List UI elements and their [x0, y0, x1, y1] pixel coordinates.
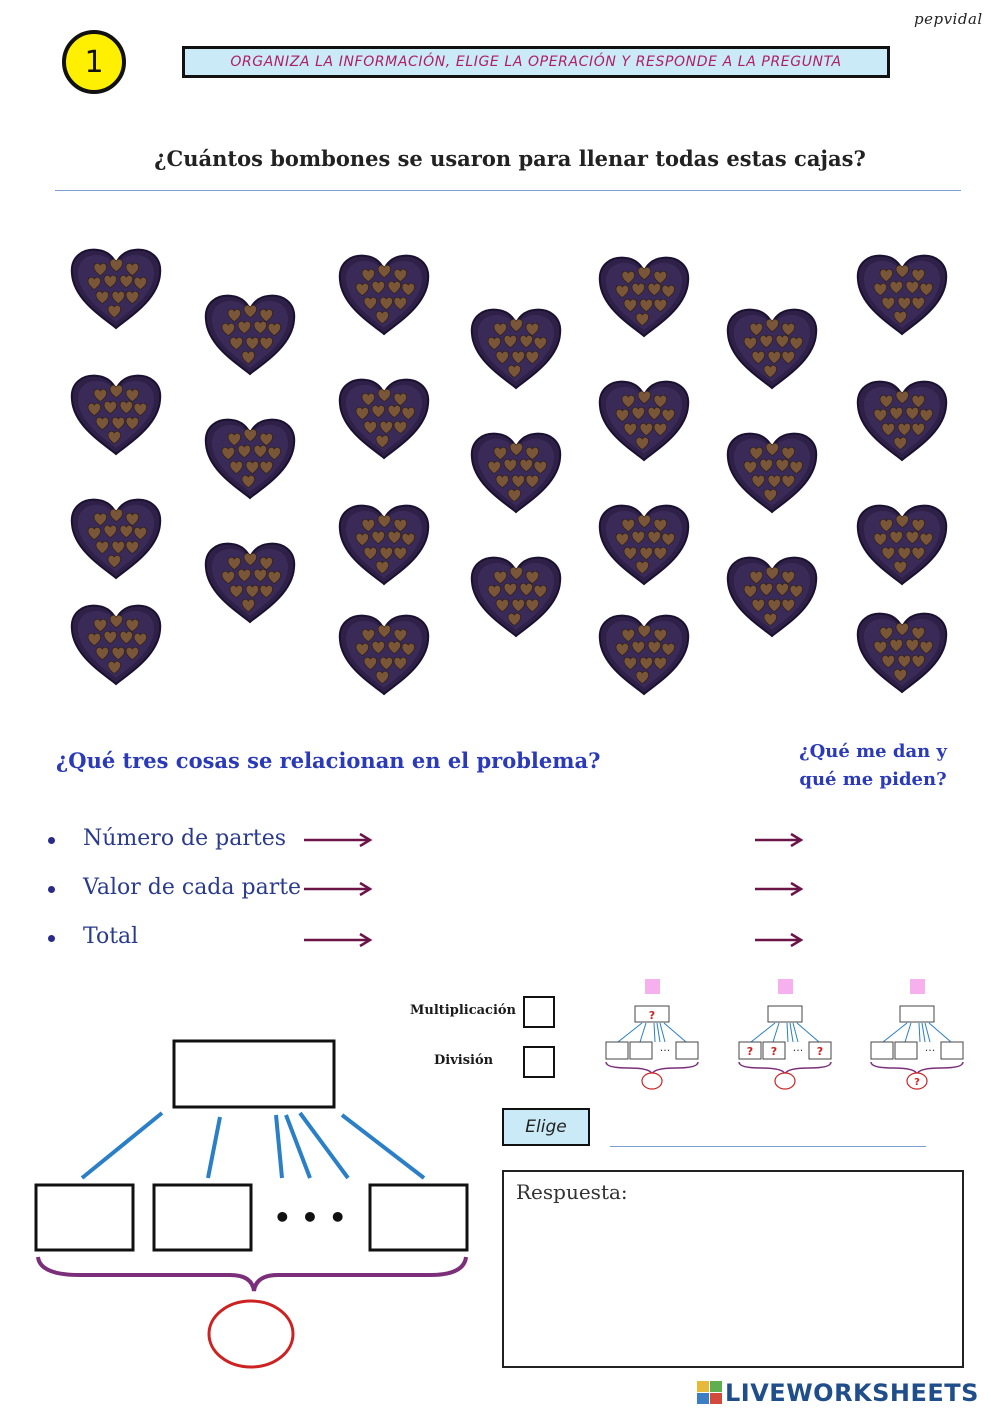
- arrow-right-icon: [755, 881, 804, 897]
- svg-text:···: ···: [925, 1044, 936, 1057]
- row-label: Número de partes: [83, 826, 287, 851]
- arrow-right-icon: [755, 932, 804, 948]
- arrow-right-icon: [304, 832, 373, 848]
- chocolate-box-heart-icon: [338, 614, 430, 696]
- mini-square-icon[interactable]: [778, 979, 793, 994]
- elige-answer-line[interactable]: [610, 1146, 926, 1147]
- chocolate-box-heart-icon: [726, 308, 818, 390]
- chocolate-box-heart-icon: [856, 380, 948, 462]
- chocolate-box-heart-icon: [338, 254, 430, 336]
- diagram-brace: [36, 1256, 468, 1292]
- elige-button[interactable]: Elige: [502, 1108, 590, 1146]
- diagram-ellipsis: • • •: [273, 1201, 346, 1234]
- arrow-right-icon: [755, 832, 804, 848]
- bullet-icon: [48, 837, 55, 844]
- relation-question: ¿Qué tres cosas se relacionan en el prob…: [56, 748, 601, 773]
- chocolate-box-heart-icon: [470, 308, 562, 390]
- author-credit: pepvidal: [914, 10, 983, 28]
- svg-text:···: ···: [660, 1044, 671, 1057]
- arrow-right-icon: [304, 881, 373, 897]
- given-asked-line-1: ¿Qué me dan y: [799, 741, 947, 762]
- liveworksheets-logo-icon: [697, 1381, 722, 1404]
- answer-label: Respuesta:: [516, 1180, 628, 1204]
- chocolate-box-heart-icon: [204, 542, 296, 624]
- row-label: Valor de cada parte: [83, 875, 302, 900]
- liveworksheets-logo: LIVEWORKSHEETS: [697, 1379, 979, 1407]
- mini-square-icon[interactable]: [910, 979, 925, 994]
- bullet-icon: [48, 935, 55, 942]
- chocolate-box-heart-icon: [598, 380, 690, 462]
- diagram-part-box[interactable]: [368, 1183, 469, 1252]
- mini-question-mark: ?: [771, 1045, 777, 1058]
- division-checkbox[interactable]: [523, 1046, 555, 1078]
- chocolate-box-heart-icon: [598, 256, 690, 338]
- answer-box[interactable]: [502, 1170, 964, 1368]
- diagram-total-box[interactable]: [172, 1039, 336, 1109]
- arrow-right-icon: [304, 932, 373, 948]
- chocolate-box-heart-icon: [204, 418, 296, 500]
- diagram-part-box[interactable]: [152, 1183, 253, 1252]
- mini-question-mark: ?: [649, 1009, 655, 1022]
- mini-diagram-count-unknown: ··· ?: [870, 979, 964, 1090]
- chocolate-box-heart-icon: [70, 498, 162, 580]
- mini-square-icon[interactable]: [645, 979, 660, 994]
- svg-text:···: ···: [793, 1044, 804, 1057]
- mini-diagram-parts-unknown: ? ? ··· ?: [738, 979, 832, 1090]
- diagram-total-oval[interactable]: [207, 1299, 295, 1369]
- chocolate-box-heart-icon: [470, 556, 562, 638]
- mini-question-mark: ?: [747, 1045, 753, 1058]
- chocolate-box-heart-icon: [856, 504, 948, 586]
- mini-question-mark: ?: [817, 1045, 823, 1058]
- chocolate-box-heart-icon: [726, 432, 818, 514]
- brand-text: LIVEWORKSHEETS: [725, 1379, 979, 1407]
- problem-question: ¿Cuántos bombones se usaron para llenar …: [154, 146, 866, 171]
- chocolate-box-heart-icon: [856, 612, 948, 694]
- division-label: División: [434, 1053, 494, 1068]
- diagram-part-box[interactable]: [34, 1183, 135, 1252]
- question-divider: [55, 190, 961, 191]
- chocolate-box-heart-icon: [856, 254, 948, 336]
- chocolate-box-heart-icon: [338, 504, 430, 586]
- chocolate-box-heart-icon: [338, 378, 430, 460]
- parts-diagram: • • •: [34, 1039, 469, 1369]
- multiplication-checkbox[interactable]: [523, 996, 555, 1028]
- exercise-number-badge: 1: [62, 30, 126, 94]
- given-asked-question: ¿Qué me dan y qué me piden?: [790, 738, 956, 794]
- mini-diagram-total-unknown: ? ···: [605, 979, 699, 1090]
- row-label: Total: [83, 924, 139, 949]
- chocolate-box-heart-icon: [598, 504, 690, 586]
- given-asked-line-2: qué me piden?: [799, 769, 947, 790]
- chocolate-box-heart-icon: [70, 248, 162, 330]
- chocolate-box-heart-icon: [470, 432, 562, 514]
- mini-question-mark: ?: [914, 1077, 920, 1088]
- bullet-icon: [48, 886, 55, 893]
- chocolate-box-heart-icon: [726, 556, 818, 638]
- chocolate-box-heart-icon: [70, 374, 162, 456]
- multiplication-label: Multiplicación: [410, 1003, 517, 1018]
- instruction-banner: ORGANIZA LA INFORMACIÓN, ELIGE LA OPERAC…: [182, 46, 890, 78]
- chocolate-box-heart-icon: [70, 604, 162, 686]
- diagram-connectors: [80, 1111, 426, 1180]
- chocolate-box-heart-icon: [598, 614, 690, 696]
- chocolate-box-heart-icon: [204, 294, 296, 376]
